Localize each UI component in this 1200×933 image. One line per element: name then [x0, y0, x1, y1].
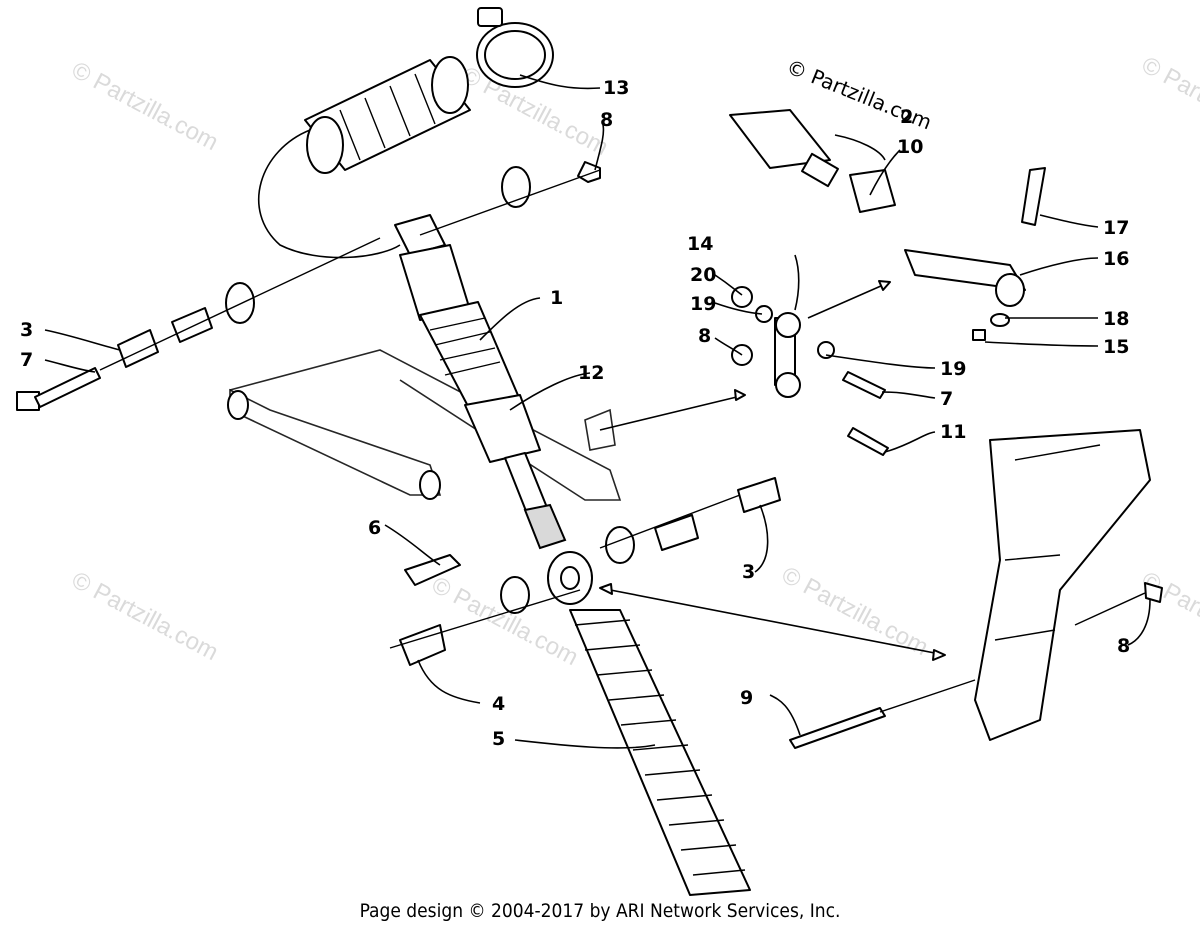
callout-3-right: 3	[742, 561, 755, 583]
callout-20: 20	[690, 264, 716, 286]
callout-6: 6	[368, 517, 381, 539]
callout-5: 5	[492, 728, 505, 750]
lower-mount-parts	[389, 477, 781, 666]
callout-7-right: 7	[940, 388, 953, 410]
callout-9: 9	[740, 687, 753, 709]
callout-8-mid: 8	[698, 325, 711, 347]
callout-19-left: 19	[690, 293, 716, 315]
callout-15: 15	[1103, 336, 1129, 358]
callout-17: 17	[1103, 217, 1129, 239]
a-arm-outline	[227, 349, 622, 501]
page-footer: Page design © 2004-2017 by ARI Network S…	[359, 900, 841, 922]
watermark: © Partzilla.com	[67, 56, 222, 156]
callout-8-top: 8	[600, 109, 613, 131]
shock-spring	[569, 609, 751, 896]
watermark: © Partzilla.com	[1137, 566, 1200, 666]
callout-8-right: 8	[1117, 635, 1130, 657]
callout-12: 12	[578, 362, 604, 384]
callout-18: 18	[1103, 308, 1129, 330]
callout-10: 10	[897, 136, 923, 158]
relation-arrows	[599, 280, 946, 661]
callout-7-left: 7	[20, 349, 33, 371]
callout-leaders	[44, 74, 1151, 749]
watermark: © Partzilla.com	[67, 566, 222, 666]
callout-16: 16	[1103, 248, 1129, 270]
callout-13: 13	[603, 77, 629, 99]
callout-1: 1	[550, 287, 563, 309]
callout-3-left: 3	[20, 319, 33, 341]
watermark: © Partzilla.com	[1137, 51, 1200, 151]
callout-4: 4	[492, 693, 505, 715]
spindle	[789, 429, 1163, 749]
callout-14: 14	[687, 233, 713, 255]
callout-11: 11	[940, 421, 966, 443]
bushings-left	[16, 161, 601, 411]
shock-reservoir	[257, 7, 554, 259]
callout-19-right: 19	[940, 358, 966, 380]
watermark: © Partzilla.com	[777, 561, 932, 661]
shock-body	[394, 214, 593, 605]
callout-2: 2	[900, 106, 913, 128]
callout-labels: 1 2 3 3 4 5 6 7 7 8 8 8 9 10 11 12 13 14…	[20, 77, 1130, 750]
